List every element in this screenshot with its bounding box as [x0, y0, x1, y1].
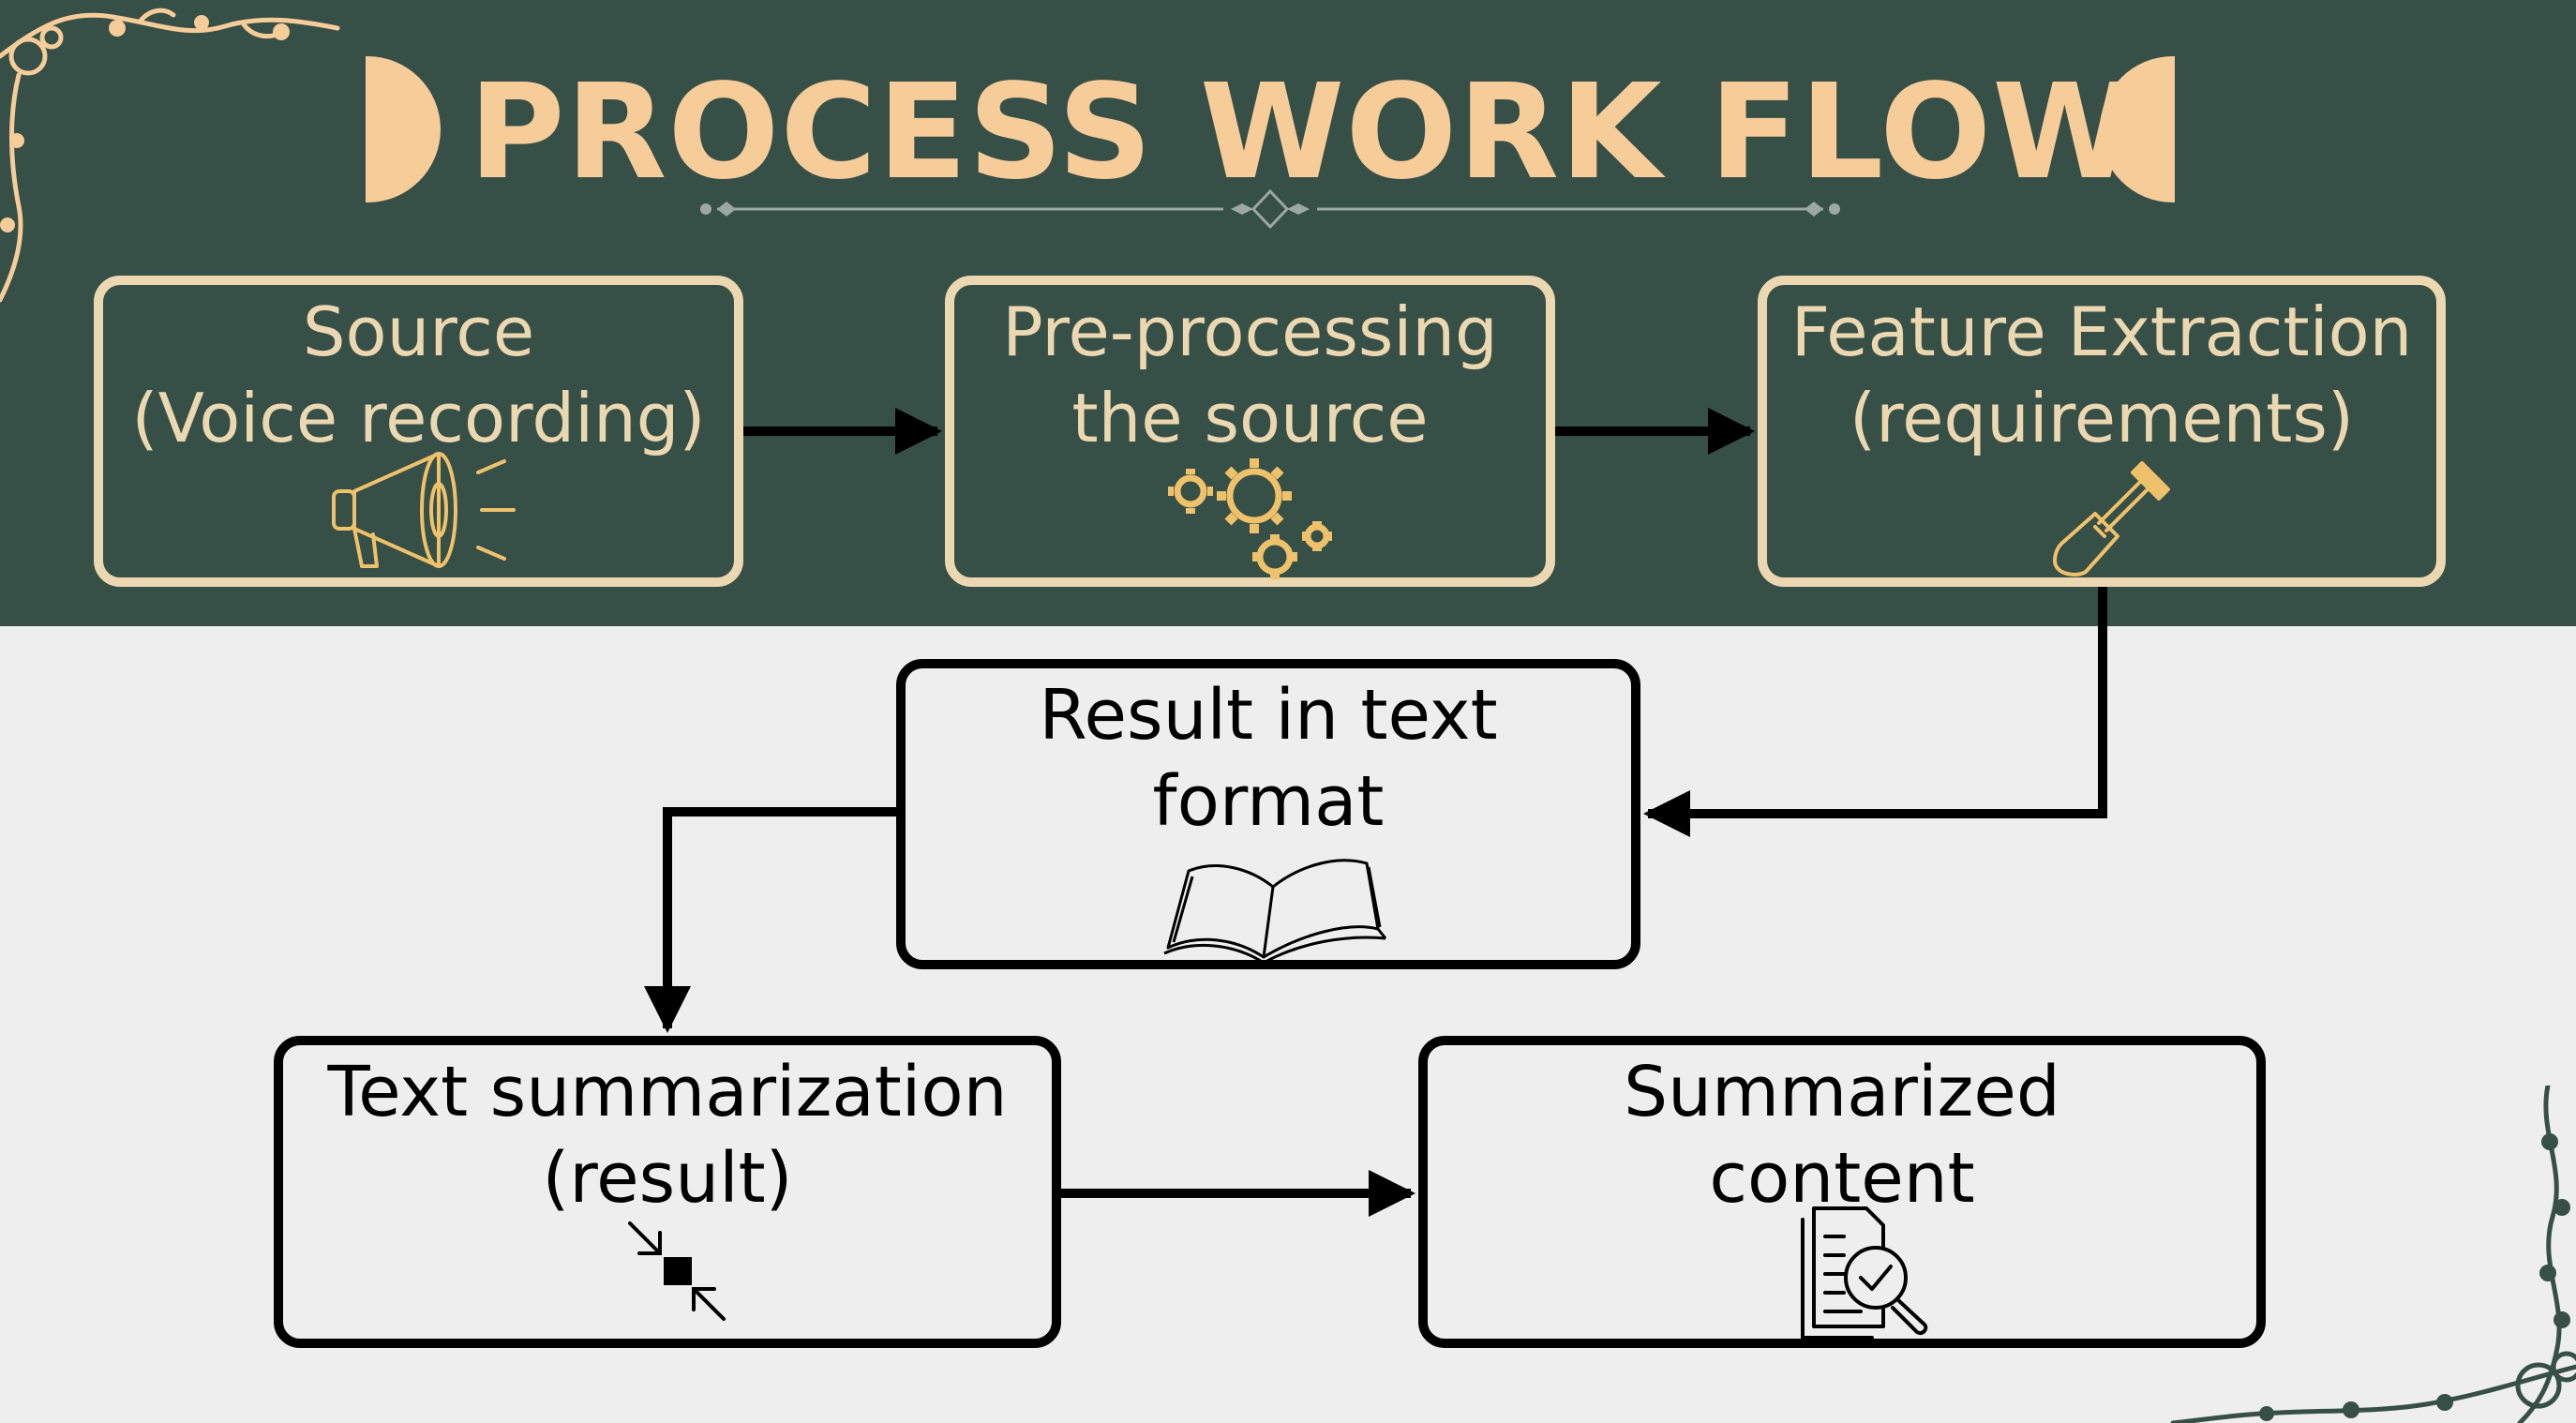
step-box-preprocessing: Pre-processing the source: [945, 276, 1555, 587]
arrow-feature-to-result: [1643, 587, 2107, 837]
step-box-summarized-content: Summarized content: [1418, 1036, 2266, 1348]
document-search-icon: [1801, 1206, 1928, 1340]
step-box-result-text-format: Result in text format: [896, 659, 1640, 969]
compress-icon: [628, 1221, 726, 1321]
page-title: PROCESS WORK FLOW: [469, 56, 2138, 209]
open-book-icon: [1163, 859, 1387, 965]
megaphone-icon: [332, 452, 516, 568]
step-box-feature-extraction: Feature Extraction (requirements): [1758, 276, 2446, 587]
step-label-result-text-format: Result in text format: [1039, 675, 1498, 842]
step-label-preprocessing: Pre-processing the source: [1002, 292, 1498, 457]
step-box-source: Source (Voice recording): [94, 276, 743, 587]
step-label-source: Source (Voice recording): [131, 292, 706, 457]
step-box-text-summarization: Text summarization (result): [274, 1036, 1061, 1348]
shovel-icon: [2053, 461, 2170, 577]
step-label-text-summarization: Text summarization (result): [327, 1052, 1008, 1219]
title-divider-ornament: [700, 188, 1840, 230]
bottom-right-vine-ornament: [2170, 1086, 2576, 1423]
top-left-vine-ornament: [0, 7, 340, 303]
arrow-result-to-summarization: [644, 807, 896, 1033]
gears-icon: [1168, 458, 1332, 579]
step-label-summarized-content: Summarized content: [1624, 1052, 2060, 1219]
step-label-feature-extraction: Feature Extraction (requirements): [1790, 292, 2413, 457]
